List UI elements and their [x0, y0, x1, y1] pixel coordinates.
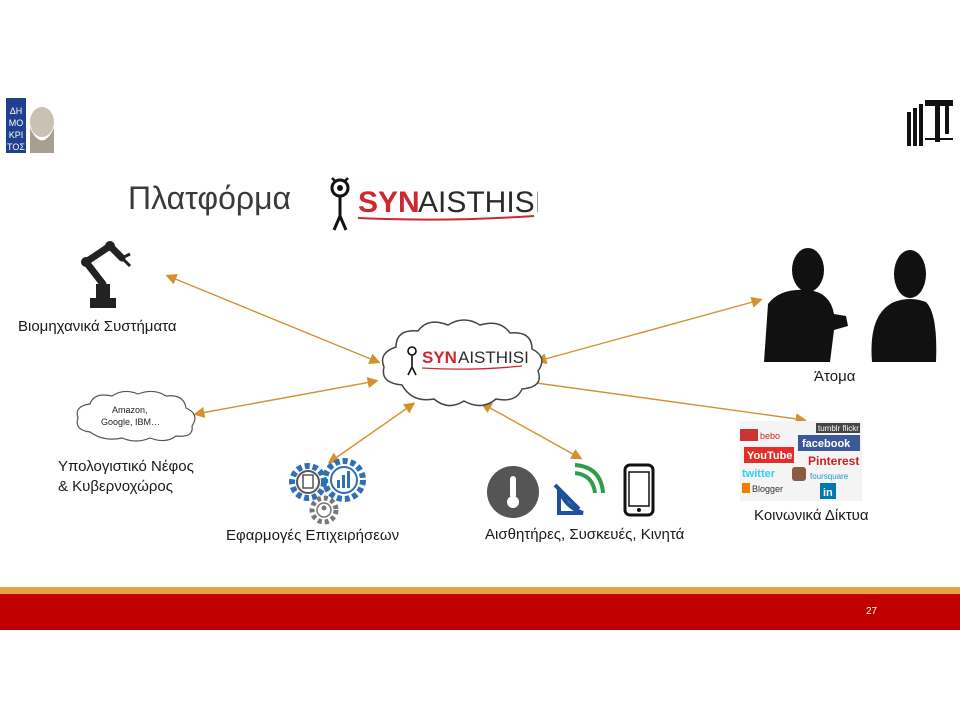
central-platform-cloud: SYN AISTHISI [372, 315, 552, 415]
label-industrial: Βιομηχανικά Συστήματα [18, 318, 177, 335]
svg-text:foursquare: foursquare [810, 472, 849, 481]
arrow-social [519, 376, 807, 425]
label-cloud-line-1: Υπολογιστικό Νέφος [58, 458, 194, 475]
page-title: Πλατφόρμα [128, 180, 291, 216]
robot-arm-icon [72, 240, 134, 310]
mascot-icon [330, 177, 350, 231]
label-social: Κοινωνικά Δίκτυα [754, 507, 869, 524]
business-gears-icon [286, 458, 370, 526]
brand-rest: AISTHISI [418, 186, 538, 219]
cloud-brand-syn: SYN [422, 348, 457, 367]
svg-text:twitter: twitter [742, 468, 776, 480]
svg-text:Blogger: Blogger [752, 484, 783, 494]
synaisthisi-logo: SYN AISTHISI [326, 172, 543, 236]
label-business: Εφαρμογές Επιχειρήσεων [226, 527, 400, 544]
label-people: Άτομα [814, 368, 856, 385]
footer-stripe [0, 587, 960, 594]
svg-text:ΤΟΣ: ΤΟΣ [7, 142, 25, 152]
svg-text:Pinterest: Pinterest [808, 454, 859, 468]
cloud-providers-line-2: Google, IBM… [101, 417, 161, 427]
smartphone-icon [623, 463, 655, 517]
cloud-brand-rest: AISTHISI [458, 348, 529, 367]
arrow-business [327, 402, 416, 464]
label-cloud-line-2: & Κυβερνοχώρος [58, 478, 173, 495]
chart-gear-icon [322, 458, 366, 502]
svg-text:tumblr flickr: tumblr flickr [818, 424, 859, 433]
institute-logo [905, 98, 955, 148]
page-number: 27 [866, 606, 878, 617]
satellite-dish-icon [549, 461, 607, 519]
thermometer-icon [487, 466, 539, 518]
cloud-providers-line-1: Amazon, [112, 405, 148, 415]
arrow-cloud [193, 377, 379, 418]
brand-syn: SYN [358, 186, 420, 219]
svg-text:facebook: facebook [802, 438, 851, 450]
people-silhouette-icon [760, 244, 940, 362]
cloud-computing-cloud [70, 388, 202, 444]
svg-text:in: in [823, 487, 833, 499]
mascot-icon [407, 346, 417, 376]
svg-text:bebo: bebo [760, 431, 780, 441]
social-networks-collage: bebo tumblr flickr facebook YouTube Pint… [740, 421, 862, 501]
footer-bar [0, 594, 960, 630]
svg-text:YouTube: YouTube [747, 450, 792, 462]
label-sensors: Αισθητήρες, Συσκευές, Κινητά [485, 526, 685, 543]
arrow-industrial [165, 274, 381, 364]
arrow-people [535, 296, 763, 365]
svg-text:ΔΗ: ΔΗ [10, 106, 23, 116]
democritus-logo: ΔΗ ΜΟ ΚΡΙ ΤΟΣ [6, 98, 58, 153]
arrow-sensors [480, 402, 583, 460]
people-gear-icon [309, 495, 339, 525]
document-gear-icon [289, 463, 327, 501]
svg-text:ΜΟ: ΜΟ [9, 118, 24, 128]
svg-text:ΚΡΙ: ΚΡΙ [9, 130, 24, 140]
